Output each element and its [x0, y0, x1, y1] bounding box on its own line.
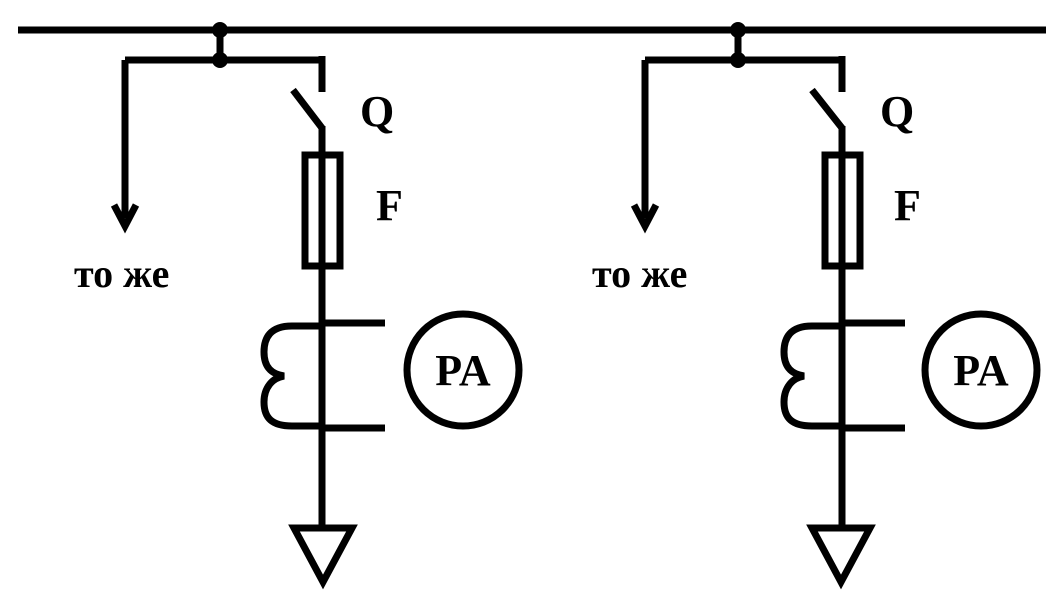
switch-blade-q [809, 87, 845, 131]
switch-label-q: Q [880, 87, 914, 136]
current-transformer [780, 319, 905, 432]
outlet-arrowhead [110, 203, 140, 234]
fuse-label-f: F [894, 181, 921, 230]
load-triangle [806, 524, 876, 590]
load-triangle [288, 524, 358, 590]
junction-dot-top [212, 22, 228, 38]
current-transformer [260, 319, 385, 432]
fuse-label-f: F [376, 181, 403, 230]
branch-1: то же Q F PA [74, 22, 523, 590]
junction-dot-top [730, 22, 746, 38]
switch-blade-q [290, 87, 325, 131]
ammeter-label-pa: PA [953, 346, 1009, 395]
switch-label-q: Q [360, 87, 394, 136]
ammeter-pa [921, 310, 1041, 430]
outlet-label: то же [592, 251, 687, 296]
ammeter-pa [403, 310, 523, 430]
branch-2: то же Q F PA [592, 22, 1041, 590]
ammeter-label-pa: PA [435, 346, 491, 395]
outlet-arrowhead [630, 203, 660, 234]
outlet-label: то же [74, 251, 169, 296]
